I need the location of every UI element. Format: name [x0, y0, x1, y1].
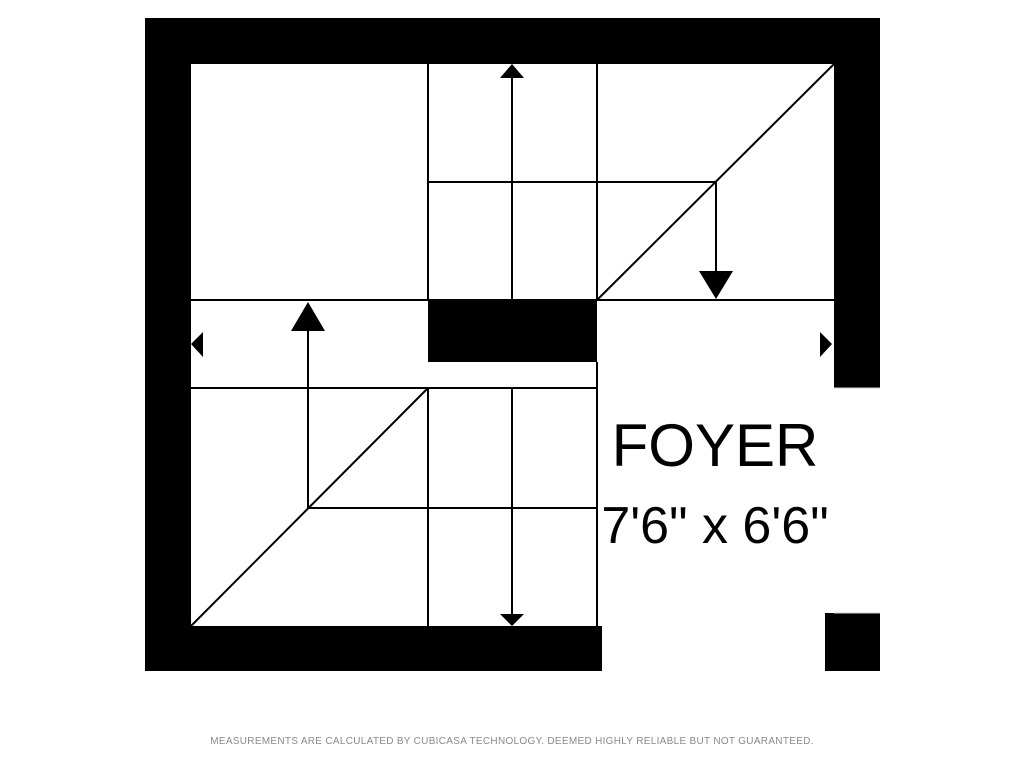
landing-block [428, 300, 597, 362]
staircase-icon [190, 63, 835, 627]
arrow-up-icon [500, 64, 524, 78]
arrows [191, 64, 832, 626]
wall-right-upper [834, 18, 880, 388]
arrow-right-icon [820, 332, 832, 357]
wall-left [145, 18, 191, 671]
arrow-down-icon [500, 614, 524, 626]
arrow-down-icon [699, 271, 733, 299]
arrow-up-icon [291, 302, 325, 331]
wall-top [145, 18, 880, 64]
disclaimer-text: MEASUREMENTS ARE CALCULATED BY CUBICASA … [210, 736, 814, 747]
room-name: FOYER [611, 412, 819, 479]
wall-right-lower [834, 613, 880, 671]
wall-bottom-left [145, 626, 602, 671]
door-opening-icon [834, 387, 880, 614]
arrow-left-icon [191, 332, 203, 357]
walls [145, 18, 880, 671]
room-dimensions: 7'6" x 6'6" [601, 497, 829, 555]
